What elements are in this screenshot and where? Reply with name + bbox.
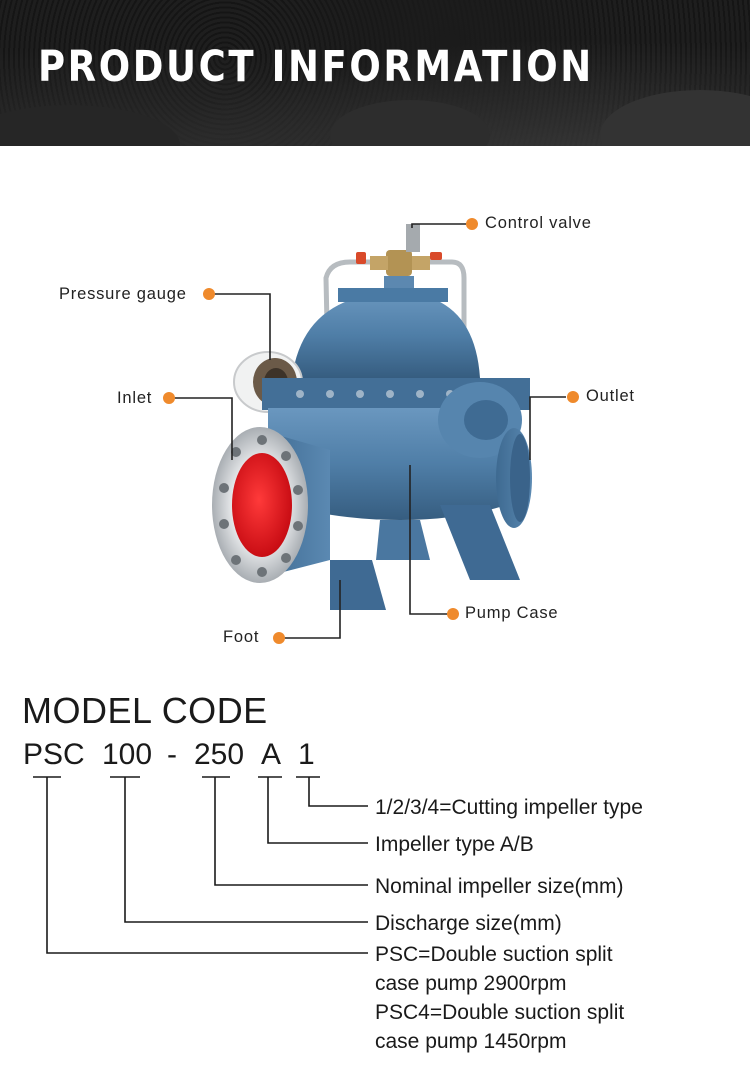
casing-top-plate xyxy=(338,288,448,302)
inlet-line xyxy=(172,397,233,460)
code-cutting: 1 xyxy=(298,738,315,771)
sensing-pipe xyxy=(323,259,372,373)
page-title: PRODUCT INFORMATION xyxy=(38,42,594,92)
code-discharge: 100 xyxy=(102,738,153,771)
outlet-dot xyxy=(567,391,579,403)
label-pump-case: Pump Case xyxy=(465,604,559,622)
bearing-cover xyxy=(464,400,508,440)
label-foot: Foot xyxy=(223,628,260,646)
connector-discharge xyxy=(124,777,368,923)
foot-line xyxy=(284,580,341,639)
label-pressure-gauge: Pressure gauge xyxy=(59,285,187,303)
outlet-line xyxy=(529,396,566,460)
header-banner: PRODUCT INFORMATION xyxy=(0,0,750,146)
code-dash: - xyxy=(167,738,177,771)
legend-cutting: 1/2/3/4=Cutting impeller type xyxy=(375,796,643,819)
code-series: PSC xyxy=(23,738,85,771)
legend-nominal: Nominal impeller size(mm) xyxy=(375,875,624,898)
pressure-gauge-line xyxy=(212,293,271,360)
connector-nominal xyxy=(214,777,368,886)
inlet-dot xyxy=(163,392,175,404)
pump-case-line xyxy=(409,465,450,615)
label-outlet: Outlet xyxy=(586,387,635,405)
sensing-pipe xyxy=(428,259,467,360)
label-inlet: Inlet xyxy=(117,389,153,407)
code-impeller-size: 250 xyxy=(194,738,245,771)
legend-psc4-line2: case pump 1450rpm xyxy=(375,1030,567,1053)
code-impeller-type: A xyxy=(261,738,282,771)
control-valve-line xyxy=(411,223,466,228)
connector-psc xyxy=(46,777,368,954)
upper-casing xyxy=(292,292,480,378)
connector-cutting xyxy=(308,777,368,807)
legend-psc-line1: PSC=Double suction split xyxy=(375,943,613,966)
foot-dot xyxy=(273,632,285,644)
pump-foot-left xyxy=(330,560,386,610)
pressure-gauge-dot xyxy=(203,288,215,300)
pump-case-dot xyxy=(447,608,459,620)
legend-psc-line2: case pump 2900rpm xyxy=(375,972,567,995)
label-control-valve: Control valve xyxy=(485,214,592,232)
connector-impeller xyxy=(267,777,368,844)
model-code-title: MODEL CODE xyxy=(22,690,268,731)
control-valve-dot xyxy=(466,218,478,230)
casing-support xyxy=(376,520,430,560)
legend-discharge: Discharge size(mm) xyxy=(375,912,562,935)
pump-foot-right xyxy=(440,505,520,580)
pump-illustration xyxy=(172,223,566,639)
inlet-bore xyxy=(232,453,292,557)
legend-impeller: Impeller type A/B xyxy=(375,833,534,856)
outlet-flange-face xyxy=(510,434,530,522)
control-valve xyxy=(356,224,442,296)
legend-psc4-line1: PSC4=Double suction split xyxy=(375,1001,625,1024)
